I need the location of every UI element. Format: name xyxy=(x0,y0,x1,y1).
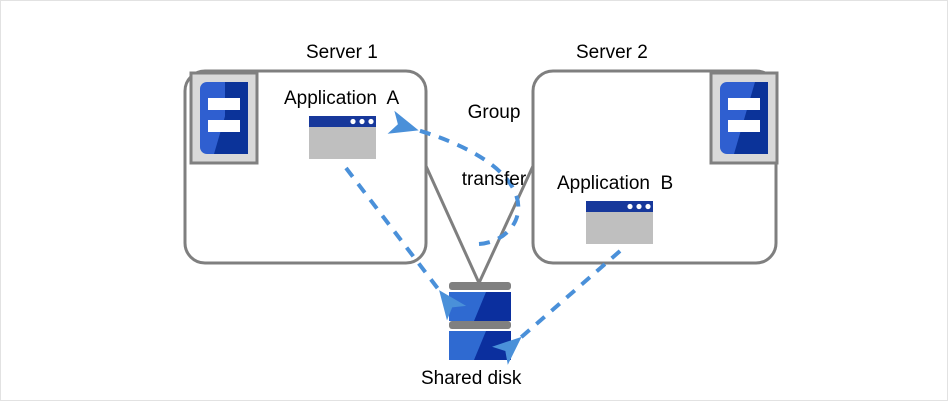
group-transfer-label-line2: transfer xyxy=(461,169,527,191)
application-a-label: Application A xyxy=(284,88,400,109)
group-transfer-label-line1: Group xyxy=(467,101,521,123)
group-transfer-label: Group transfer xyxy=(439,57,549,236)
app-window-icon xyxy=(309,116,376,159)
server1-label: Server 1 xyxy=(306,42,378,63)
application-b-label: Application B xyxy=(557,173,674,194)
disk-connector-lines xyxy=(424,165,535,284)
server2-label: Server 2 xyxy=(576,42,648,63)
app-a-to-disk-arrow xyxy=(344,166,467,321)
server-icon xyxy=(189,71,259,165)
app-window-icon xyxy=(586,201,653,244)
shared-disk-icon xyxy=(449,282,511,360)
server-icon xyxy=(709,71,779,165)
app-b-to-disk-arrow xyxy=(492,249,622,365)
shared-disk-label: Shared disk xyxy=(421,368,522,389)
group-transfer-arrow xyxy=(387,110,521,246)
